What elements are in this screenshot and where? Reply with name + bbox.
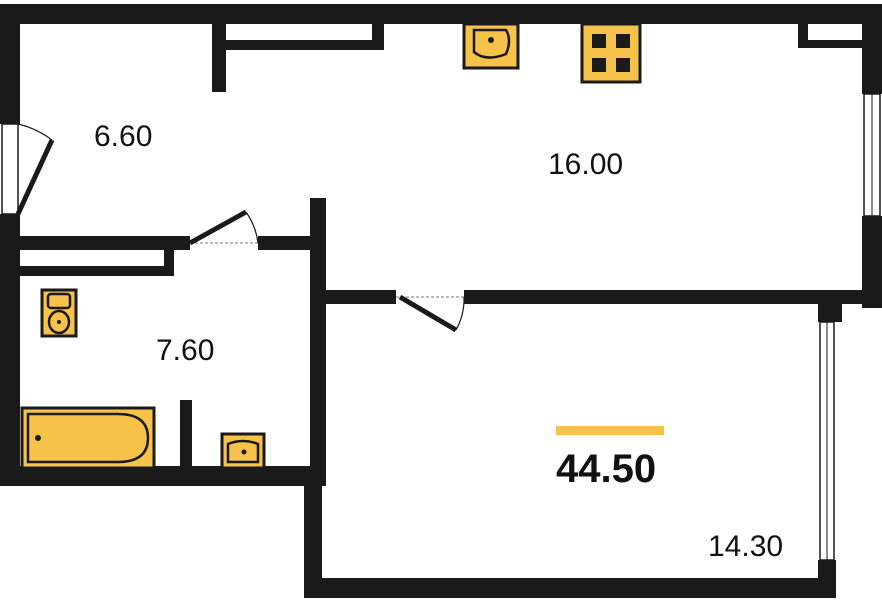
total-area-label: 44.50 bbox=[556, 447, 656, 491]
wall-hall-bath-right bbox=[258, 236, 314, 250]
hall-area-label: 6.60 bbox=[94, 120, 152, 153]
bath-partition bbox=[180, 400, 192, 470]
bath-shelf-post bbox=[164, 250, 174, 276]
entrance-door-opening bbox=[1, 123, 19, 215]
corner-niche-post bbox=[798, 20, 808, 48]
wall-top bbox=[0, 4, 882, 24]
kitchen-sink-icon bbox=[462, 22, 520, 70]
kitchen-area-label: 16.00 bbox=[548, 148, 623, 181]
bathtub-icon bbox=[20, 406, 156, 470]
exterior-walls bbox=[0, 4, 882, 598]
stove-icon bbox=[580, 22, 642, 84]
wall-hall-bath-left bbox=[20, 236, 190, 250]
wall-right-mid bbox=[862, 216, 882, 308]
corner-niche-shelf bbox=[798, 40, 864, 48]
bedroom-area-label: 14.30 bbox=[708, 530, 783, 563]
window-right-bedroom bbox=[819, 321, 835, 561]
entrance-door bbox=[1, 123, 55, 216]
wall-kitchen-bedroom-left bbox=[310, 290, 396, 304]
niche-shelf bbox=[212, 40, 384, 50]
niche-post-right bbox=[372, 20, 384, 50]
interior-walls bbox=[20, 20, 882, 486]
bath-shelf-top bbox=[20, 266, 174, 276]
window-right-kitchen bbox=[863, 93, 881, 217]
wall-left-lower bbox=[0, 214, 20, 484]
bathroom-door bbox=[188, 209, 259, 246]
wall-kitchen-bedroom-right bbox=[464, 290, 882, 304]
bathroom-area-label: 7.60 bbox=[156, 334, 214, 367]
wall-right-upper bbox=[862, 4, 882, 94]
wall-bath-bedroom bbox=[310, 198, 326, 486]
wall-right-bedroom-bottom bbox=[818, 560, 836, 598]
wall-left-bedroom bbox=[304, 466, 322, 598]
bedroom-door bbox=[396, 294, 465, 333]
toilet-icon bbox=[40, 288, 78, 338]
wall-left-upper bbox=[0, 4, 20, 124]
total-area-accent-bar bbox=[556, 426, 664, 435]
wall-bottom-bedroom bbox=[304, 578, 836, 598]
bathroom-sink-icon bbox=[220, 432, 266, 470]
wall-bottom-bath bbox=[0, 466, 322, 486]
niche-post-left bbox=[212, 20, 226, 92]
